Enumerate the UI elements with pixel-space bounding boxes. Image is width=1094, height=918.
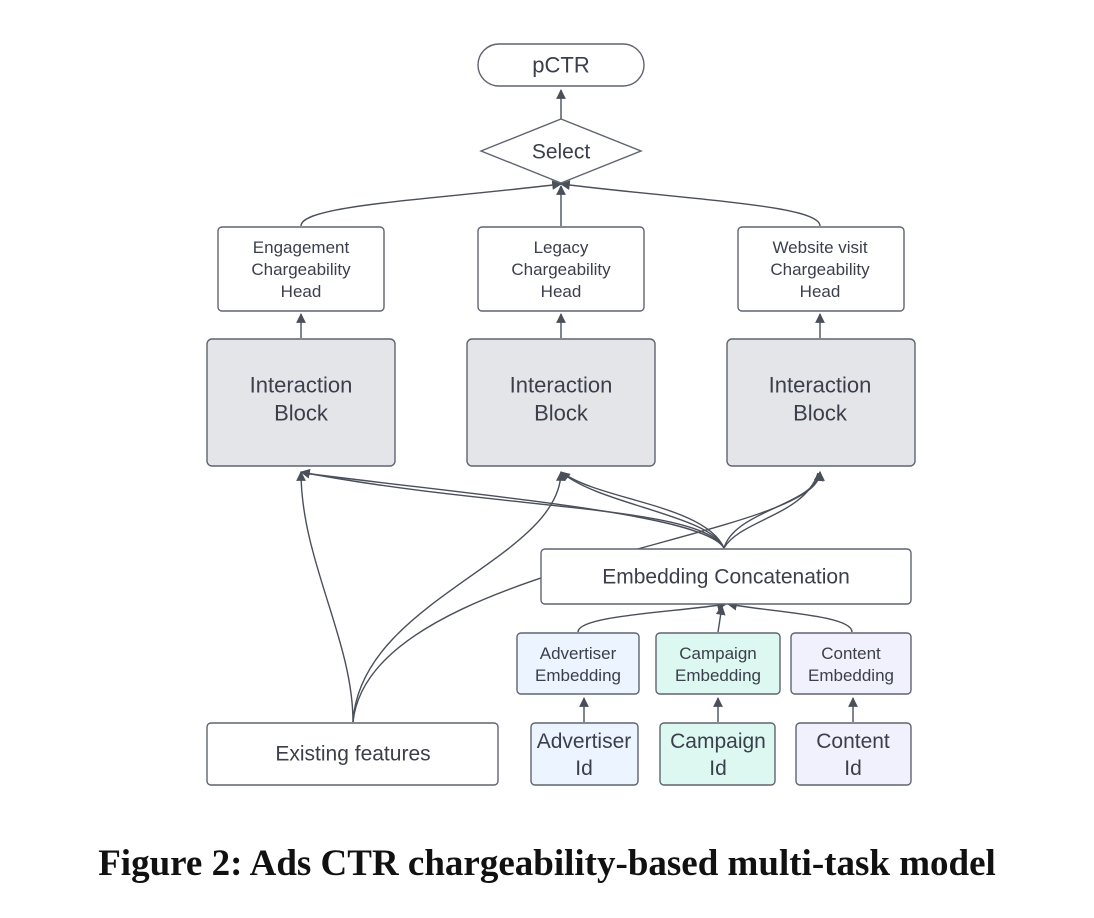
label-line: pCTR xyxy=(532,53,589,78)
edge-emb-advertiser-to-concat xyxy=(577,600,727,633)
label-select: Select xyxy=(532,140,591,163)
edge-concat-to-block-1a xyxy=(300,468,725,549)
node-id-content xyxy=(795,722,912,786)
node-head-website xyxy=(737,226,905,312)
edge-concat-to-block-2a xyxy=(560,471,725,549)
label-line: Head xyxy=(541,282,582,301)
node-select xyxy=(479,118,643,184)
label-line: Chargeability xyxy=(511,260,611,279)
label-line: Chargeability xyxy=(770,260,870,279)
label-line: Block xyxy=(793,401,848,426)
edge-head-website-to-select xyxy=(560,180,821,227)
node-head-engagement xyxy=(217,226,385,312)
label-embedding-concat: Embedding Concatenation xyxy=(602,565,850,588)
label-line: Select xyxy=(532,140,591,163)
label-line: Id xyxy=(709,757,727,780)
node-existing-features xyxy=(206,722,499,786)
label-line: Block xyxy=(534,401,589,426)
label-line: Id xyxy=(844,757,862,780)
label-line: Head xyxy=(281,282,322,301)
node-emb-campaign xyxy=(655,632,781,695)
label-line: Interaction xyxy=(769,373,872,398)
node-pctr xyxy=(477,43,645,87)
node-id-advertiser xyxy=(530,722,639,786)
label-line: Chargeability xyxy=(251,260,351,279)
label-line: Head xyxy=(800,282,841,301)
node-block-2 xyxy=(466,338,656,467)
node-emb-advertiser xyxy=(516,632,640,695)
edge-emb-content-to-concat xyxy=(727,600,853,633)
edge-concat-to-block-2b xyxy=(562,472,725,549)
edge-concat-to-block-3a xyxy=(723,471,824,549)
edge-features-to-block-1 xyxy=(296,471,354,723)
node-block-3 xyxy=(726,338,916,467)
label-line: Advertiser xyxy=(537,730,632,753)
label-existing-features: Existing features xyxy=(275,742,430,765)
label-line: Interaction xyxy=(250,373,353,398)
label-line: Advertiser xyxy=(540,644,617,663)
node-id-campaign xyxy=(659,722,776,786)
label-line: Embedding xyxy=(535,666,621,685)
figure-caption: Figure 2: Ads CTR chargeability-based mu… xyxy=(98,843,996,884)
label-line: Embedding xyxy=(808,666,894,685)
node-block-1 xyxy=(206,338,396,467)
node-emb-content xyxy=(790,632,912,695)
label-line: Interaction xyxy=(510,373,613,398)
label-line: Id xyxy=(575,757,593,780)
edge-concat-to-block-1b xyxy=(302,472,725,549)
label-line: Engagement xyxy=(253,238,350,257)
edge-head-engagement-to-select xyxy=(300,180,562,227)
edge-concat-to-block-3b xyxy=(723,472,819,549)
node-embedding-concat xyxy=(540,548,912,605)
label-line: Legacy xyxy=(534,238,589,257)
label-line: Embedding Concatenation xyxy=(602,565,850,588)
label-line: Website visit xyxy=(772,238,867,257)
node-head-legacy xyxy=(477,226,645,312)
label-line: Campaign xyxy=(679,644,757,663)
label-line: Block xyxy=(274,401,329,426)
edges xyxy=(296,89,858,723)
label-line: Embedding xyxy=(675,666,761,685)
label-pctr: pCTR xyxy=(532,53,589,78)
edge-emb-campaign-to-concat xyxy=(715,605,726,633)
edge-features-to-block-2 xyxy=(352,471,566,723)
label-line: Campaign xyxy=(670,730,766,753)
label-line: Content xyxy=(821,644,881,663)
label-line: Existing features xyxy=(275,742,430,765)
label-line: Content xyxy=(816,730,890,753)
